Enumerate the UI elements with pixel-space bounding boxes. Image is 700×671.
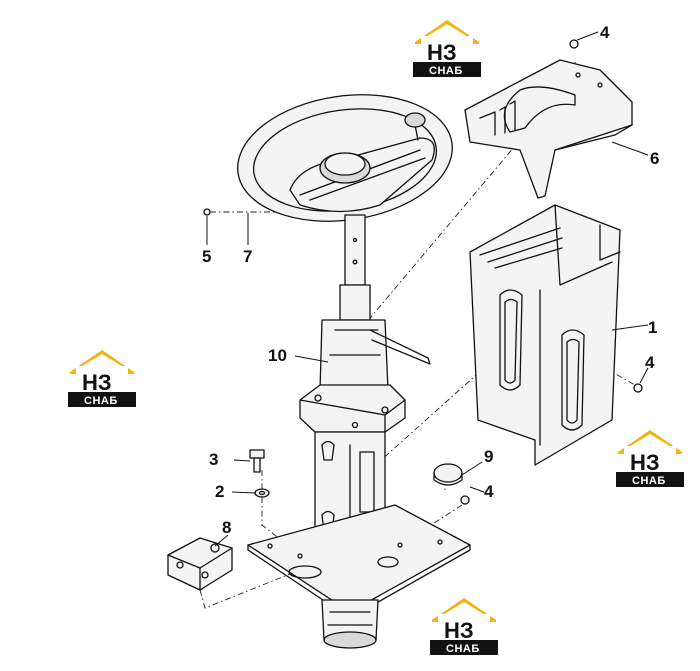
callout-8: 8: [222, 518, 231, 537]
nut-part: [203, 208, 211, 216]
column-bracket-part: [299, 384, 406, 433]
lower-cover-part: [469, 204, 621, 466]
logo-letters: НЗ: [427, 40, 457, 65]
bolt-part: [249, 449, 265, 473]
hydraulic-unit-part: [321, 599, 379, 649]
logo-watermark-top: НЗ СНАБ: [413, 20, 481, 77]
callout-4-right: 4: [645, 353, 655, 372]
logo-letters: НЗ: [82, 370, 112, 395]
callout-4-bottom: 4: [484, 482, 494, 501]
logo-watermark-right: НЗ СНАБ: [616, 430, 684, 487]
valve-block-part: [167, 537, 233, 591]
callout-9: 9: [484, 447, 493, 466]
callout-3: 3: [209, 450, 218, 469]
callout-6: 6: [650, 149, 659, 168]
logo-watermark-bottom: НЗ СНАБ: [430, 598, 498, 655]
logo-letters: НЗ: [630, 450, 660, 475]
logo-letters: НЗ: [444, 618, 474, 643]
callout-labels: 1 2 3 4 4 4 5 6 7 8 9 10: [202, 23, 659, 537]
callout-1: 1: [648, 318, 657, 337]
callout-7: 7: [243, 247, 252, 266]
logo-watermark-left: НЗ СНАБ: [68, 350, 136, 407]
leader-lines: [206, 31, 649, 547]
callout-4-top: 4: [600, 23, 610, 42]
logo-caption: СНАБ: [632, 475, 666, 487]
screw-part: [460, 39, 643, 505]
logo-caption: СНАБ: [446, 643, 480, 655]
plug-part: [433, 463, 463, 486]
callout-5: 5: [202, 247, 211, 266]
callout-10: 10: [268, 346, 287, 365]
upper-cover-part: [464, 59, 633, 199]
steering-wheel-part: [237, 94, 453, 222]
logo-caption: СНАБ: [84, 395, 118, 407]
logo-caption: СНАБ: [429, 65, 463, 77]
callout-2: 2: [215, 482, 224, 501]
steering-column-part: [319, 214, 431, 391]
washer-part: [254, 488, 270, 498]
